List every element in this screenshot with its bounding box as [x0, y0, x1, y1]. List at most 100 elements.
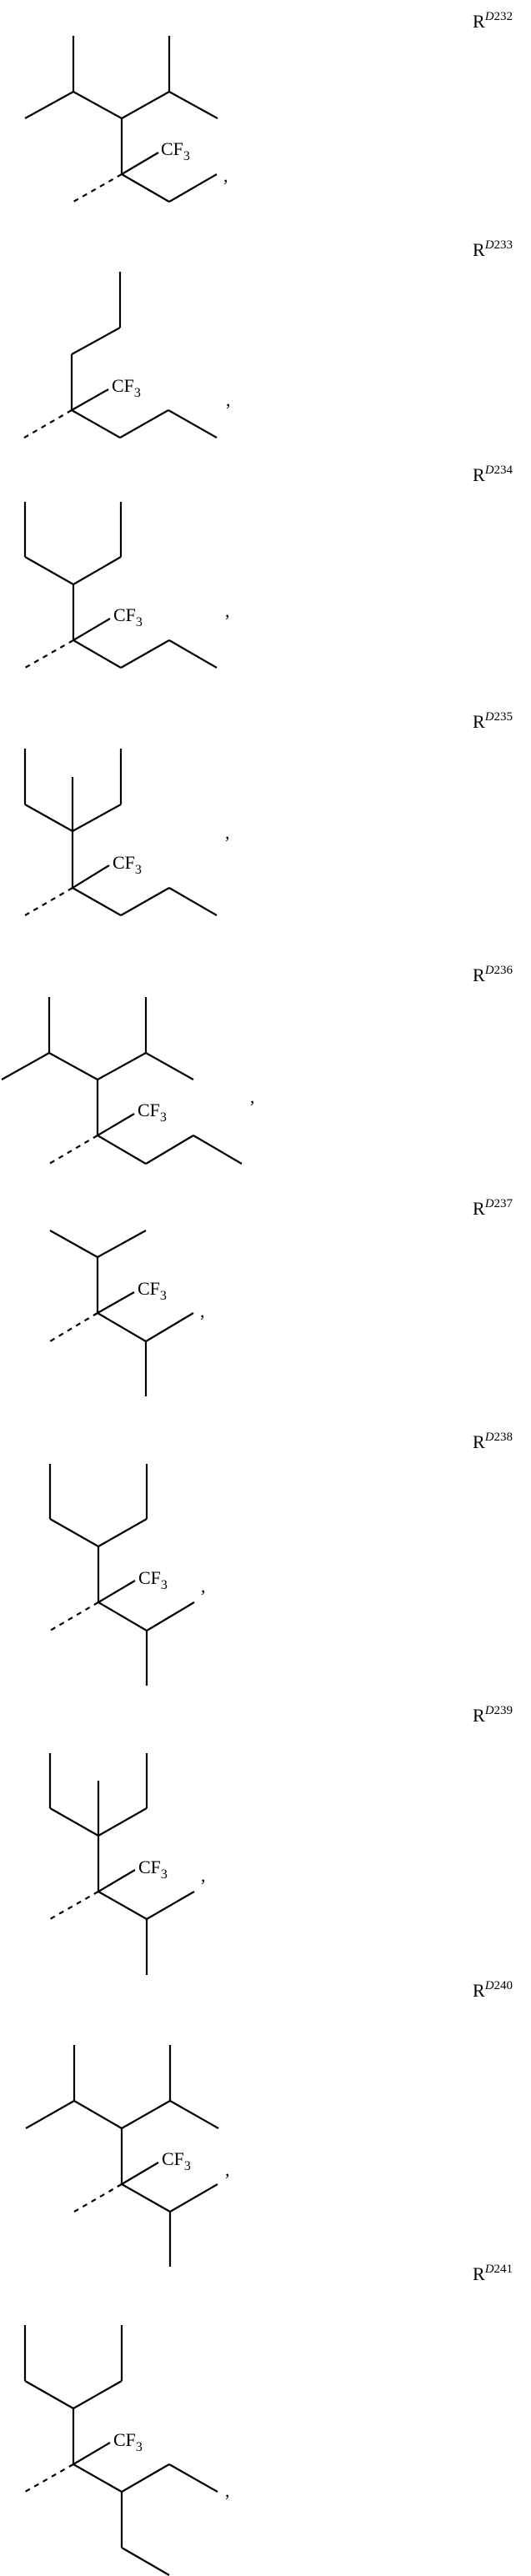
- cf3-label: CF3: [138, 1100, 167, 1125]
- r-sup-letter: D: [484, 1197, 494, 1210]
- r-sup-number: 237: [494, 1197, 513, 1210]
- cf3-subscript: 3: [161, 1578, 168, 1592]
- bond-line: [73, 2381, 122, 2408]
- r-group-label-241: RD241: [473, 2263, 513, 2284]
- attachment-bond-dashed: [50, 1313, 98, 1341]
- bond-line: [122, 2101, 170, 2128]
- separator-comma: ,: [225, 2159, 230, 2180]
- bond-line: [193, 1135, 242, 1164]
- r-sup-number: 236: [494, 964, 513, 977]
- bond-line: [169, 640, 217, 668]
- bond-line: [72, 328, 120, 354]
- cf3-subscript: 3: [160, 1110, 167, 1125]
- bond-line: [98, 1581, 135, 1602]
- separator-comma: ,: [223, 165, 228, 186]
- separator-comma: ,: [225, 600, 230, 621]
- bond-line: [168, 410, 217, 438]
- bond-line: [169, 2464, 218, 2492]
- structure-233: CF3,: [24, 272, 231, 438]
- r-sup-letter: D: [484, 1979, 494, 1992]
- cf3-text: CF: [138, 1567, 161, 1588]
- r-group-label-240: RD240: [473, 1979, 513, 2001]
- cf3-text: CF: [113, 604, 136, 625]
- structure-240: CF3,: [26, 2045, 230, 2267]
- r-sup-letter: D: [484, 2263, 494, 2276]
- bond-line: [122, 153, 158, 174]
- bond-line: [147, 1602, 194, 1631]
- r-prefix: R: [473, 11, 485, 32]
- r-sup-number: 238: [494, 1431, 513, 1444]
- bond-line: [72, 410, 120, 438]
- r-group-label-234: RD234: [473, 464, 513, 485]
- r-group-label-236: RD236: [473, 964, 513, 985]
- r-group-label-238: RD238: [473, 1431, 513, 1452]
- attachment-bond-dashed: [25, 888, 73, 915]
- bond-line: [50, 1519, 98, 1546]
- bond-line: [170, 2101, 218, 2128]
- bond-line: [98, 1892, 147, 1919]
- bond-line: [50, 1808, 98, 1836]
- structure-234: CF3,: [25, 502, 230, 668]
- attachment-bond-dashed: [25, 640, 73, 668]
- bond-line: [26, 2101, 74, 2128]
- r-sup-letter: D: [484, 10, 494, 23]
- r-prefix: R: [473, 1980, 485, 2001]
- bond-line: [73, 804, 121, 831]
- bond-line: [146, 1053, 193, 1080]
- bond-line: [169, 174, 217, 202]
- bond-line: [98, 1053, 146, 1080]
- bond-line: [122, 174, 169, 202]
- cf3-subscript: 3: [183, 149, 190, 163]
- structure-235: CF3,: [25, 749, 230, 915]
- bond-line: [122, 92, 169, 118]
- r-prefix: R: [473, 1198, 485, 1219]
- bond-line: [73, 2443, 110, 2464]
- bond-line: [25, 2381, 73, 2408]
- cf3-text: CF: [161, 138, 183, 159]
- bond-line: [74, 2101, 122, 2128]
- bond-line: [98, 1114, 134, 1135]
- separator-comma: ,: [225, 2480, 230, 2501]
- bond-line: [98, 1313, 146, 1341]
- bond-line: [98, 1135, 146, 1164]
- r-prefix: R: [473, 1705, 485, 1726]
- cf3-subscript: 3: [161, 1867, 168, 1882]
- cf3-subscript: 3: [134, 386, 141, 400]
- cf3-label: CF3: [138, 1278, 167, 1303]
- bond-line: [122, 2184, 170, 2212]
- cf3-subscript: 3: [136, 2440, 143, 2454]
- r-group-label-233: RD233: [473, 238, 513, 260]
- r-group-label-239: RD239: [473, 1704, 513, 1726]
- separator-comma: ,: [226, 389, 231, 410]
- bond-line: [72, 389, 108, 410]
- cf3-label: CF3: [113, 852, 142, 877]
- separator-comma: ,: [250, 1086, 255, 1107]
- cf3-text: CF: [112, 375, 134, 396]
- structure-238: CF3,: [50, 1464, 206, 1686]
- bond-line: [25, 804, 73, 831]
- cf3-text: CF: [138, 1100, 160, 1120]
- bond-line: [122, 2163, 158, 2184]
- bond-line: [147, 1892, 194, 1919]
- r-group-label-235: RD235: [473, 710, 513, 732]
- attachment-bond-dashed: [50, 1892, 98, 1919]
- attachment-bond-dashed: [24, 410, 72, 438]
- bond-line: [120, 410, 168, 438]
- bond-line: [73, 619, 110, 640]
- bond-line: [98, 1519, 147, 1546]
- bond-line: [73, 888, 121, 915]
- cf3-text: CF: [113, 2429, 136, 2450]
- bond-line: [146, 1135, 193, 1164]
- bond-line: [122, 2548, 169, 2575]
- cf3-label: CF3: [113, 604, 143, 629]
- r-prefix: R: [473, 711, 485, 732]
- r-sup-number: 233: [494, 238, 513, 252]
- r-sup-number: 241: [494, 2263, 513, 2276]
- structure-236: CF3,: [2, 997, 255, 1164]
- r-sup-letter: D: [484, 1704, 494, 1717]
- r-sup-letter: D: [484, 238, 494, 252]
- r-sup-letter: D: [484, 710, 494, 724]
- bond-line: [98, 1230, 146, 1257]
- bond-line: [169, 92, 218, 118]
